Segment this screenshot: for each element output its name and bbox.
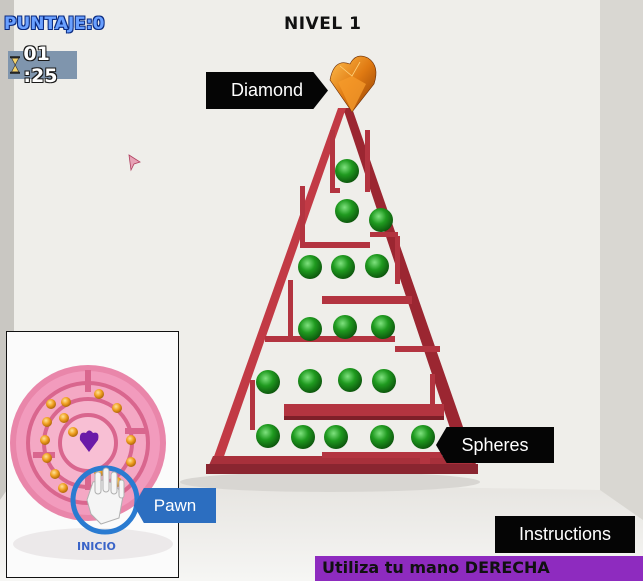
score-label: PUNTAJE:0 xyxy=(4,14,105,34)
pawn-callout-label: Pawn xyxy=(153,495,197,515)
start-label: INICIO xyxy=(77,540,116,553)
hourglass-icon xyxy=(10,56,21,74)
pyramid-maze xyxy=(206,108,478,474)
cursor-pointer-icon xyxy=(128,154,141,172)
timer-value: 01 :25 xyxy=(23,43,58,87)
spheres-callout: Spheres xyxy=(436,427,554,463)
level-title: NIVEL 1 xyxy=(284,14,362,34)
hand-pawn-icon xyxy=(86,467,125,525)
hand-hint-text: Utiliza tu mano DERECHA xyxy=(322,558,550,577)
board-inset-view xyxy=(6,331,179,578)
hand-hint-bar: Utiliza tu mano DERECHA xyxy=(315,556,643,581)
circular-maze-board xyxy=(7,332,178,577)
diamond-callout: Diamond xyxy=(206,72,328,109)
green-spheres xyxy=(256,159,435,449)
pawn-callout: Pawn xyxy=(134,488,216,523)
instructions-callout: Instructions xyxy=(495,516,635,553)
diamond-gem xyxy=(329,55,377,113)
purple-heart-icon xyxy=(79,430,99,452)
timer-display: 01 :25 xyxy=(8,43,77,87)
